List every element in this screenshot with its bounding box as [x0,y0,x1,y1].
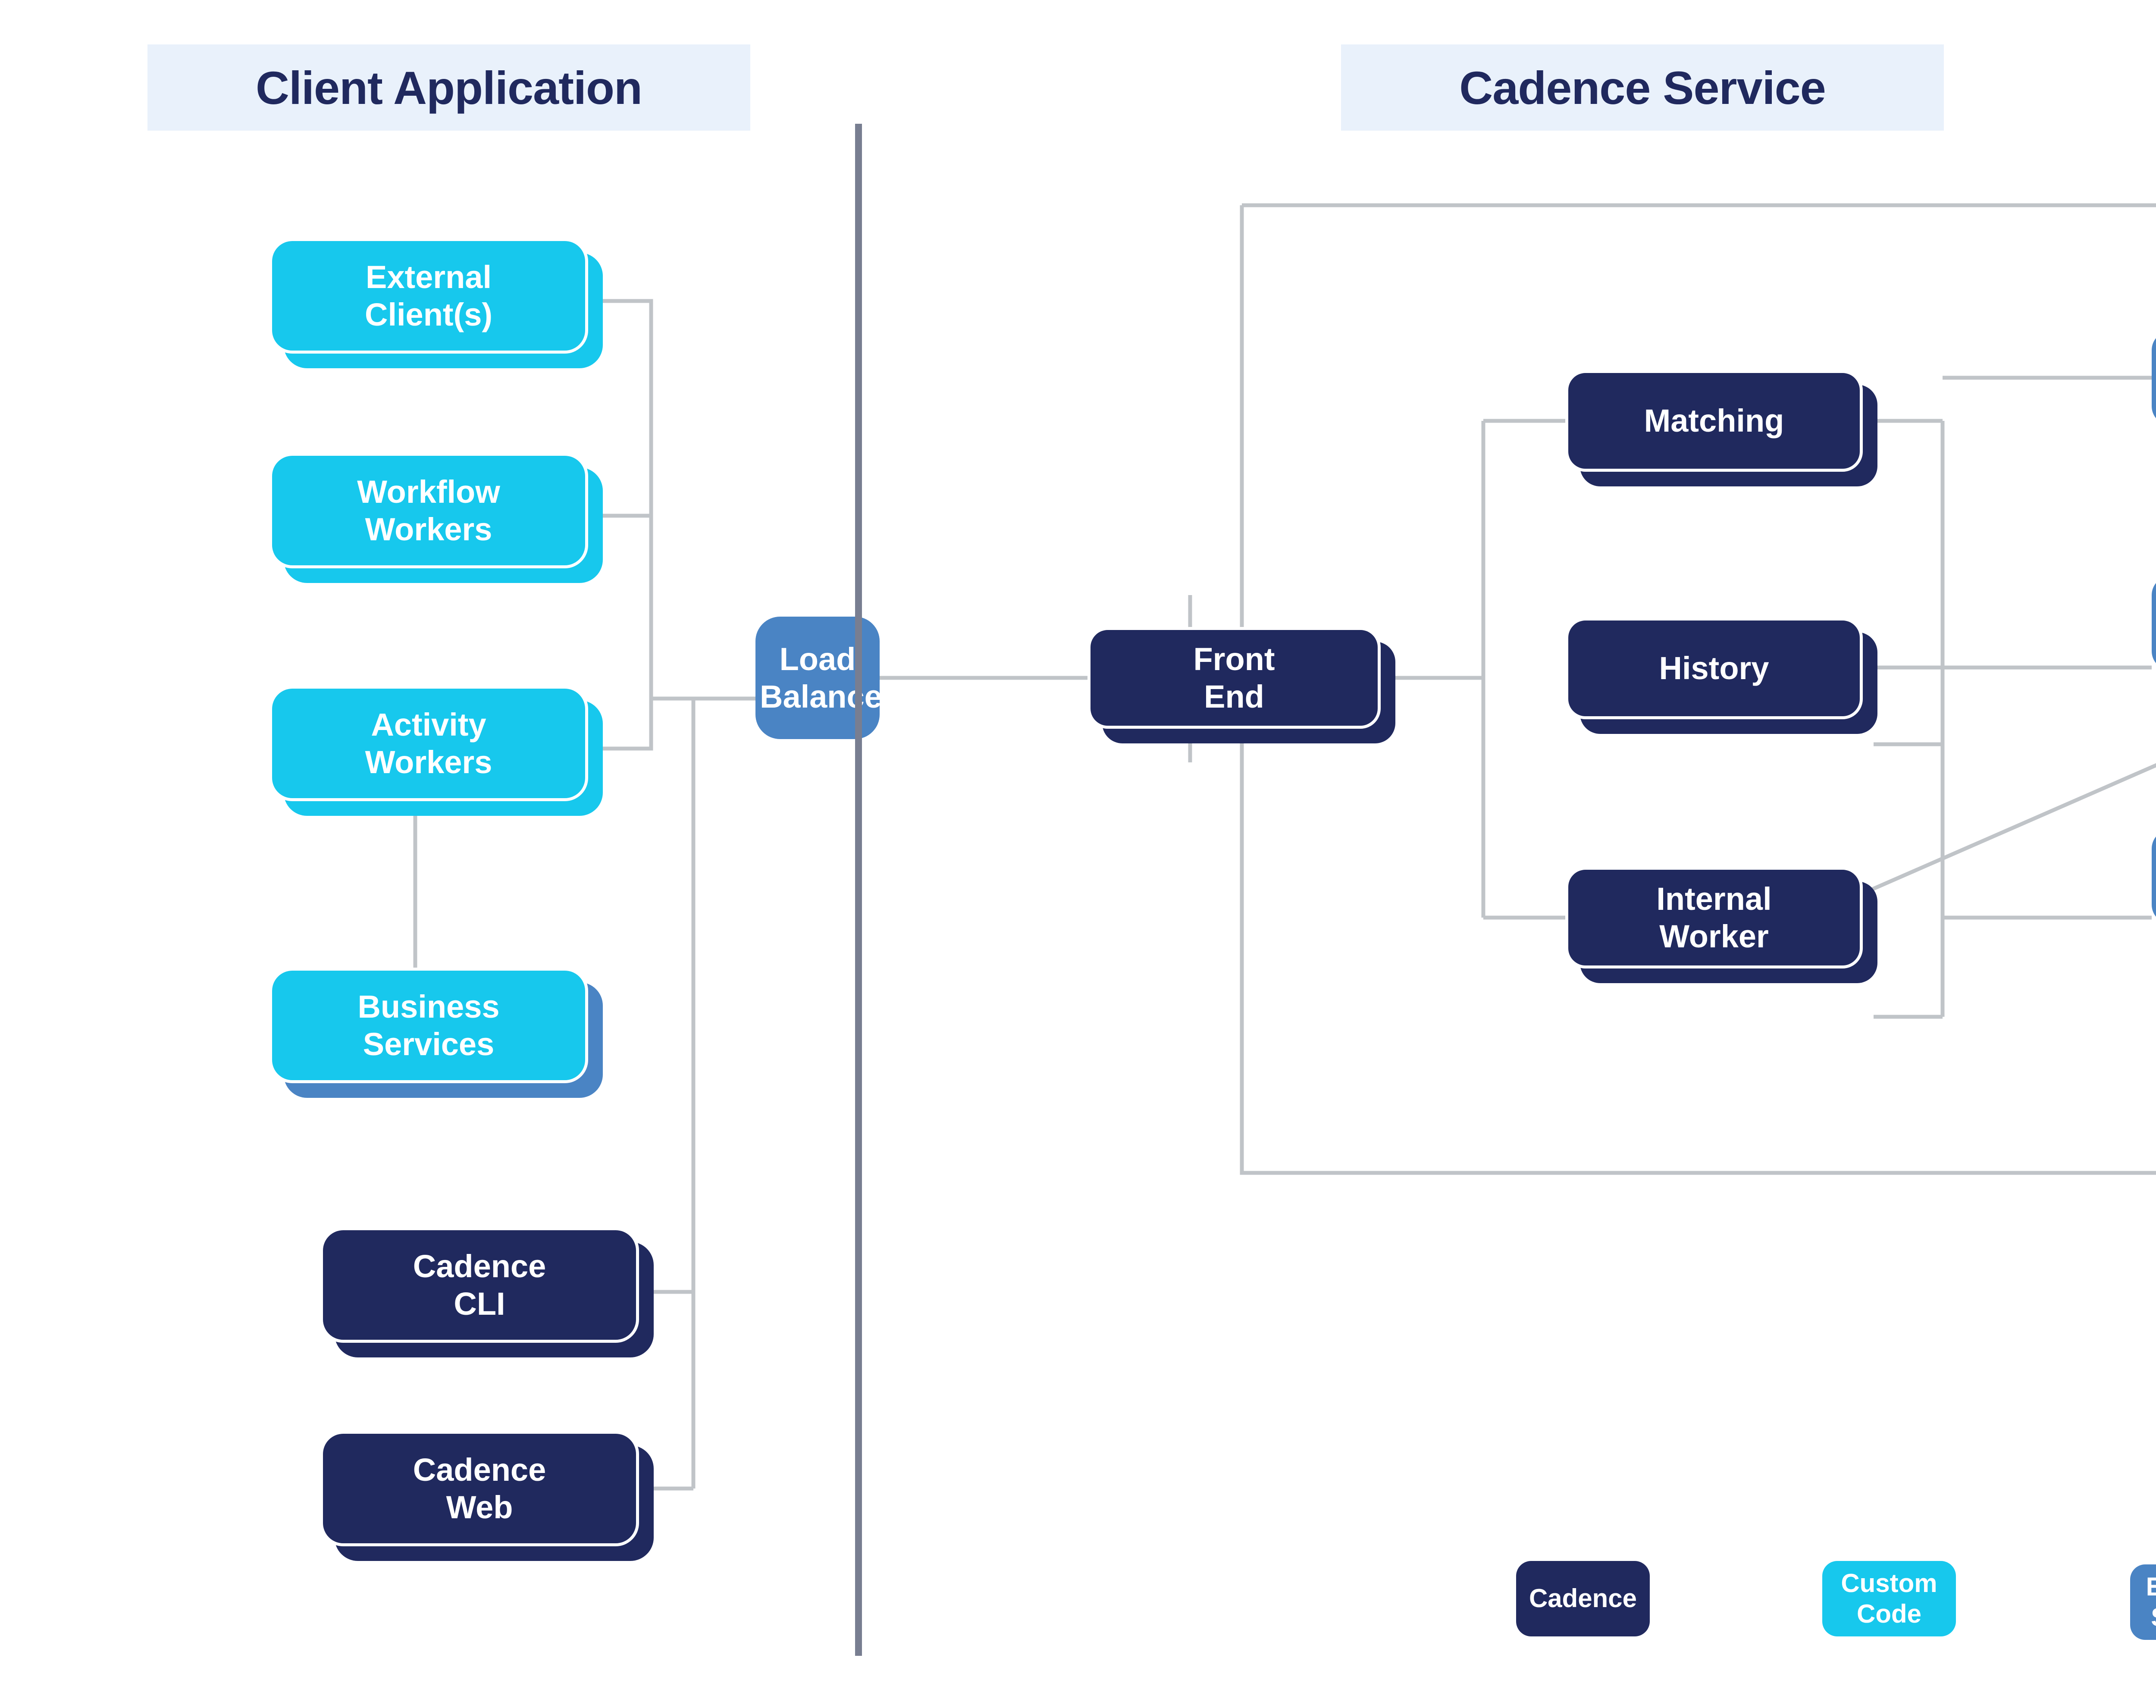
opensearch-label: OpenSearch®/Elasticsearch [2152,848,2156,905]
section-header-client-application: Client Application [147,44,750,131]
section-title-client-application: Client Application [256,61,642,114]
section-header-cadence-service: Cadence Service [1341,44,1944,131]
apache-kafka-label: ApacheKafka® [2152,586,2156,661]
node-legend-external-service[interactable]: ExternalService [2130,1564,2156,1640]
connector-bus-to-activity-workers [595,516,653,751]
database-label: Database [2152,359,2156,397]
connector-internal-to-kafka-diagonal [1870,763,2156,892]
node-legend-cadence[interactable]: Cadence [1516,1561,1650,1636]
connector-external-clients-to-bus [595,299,653,516]
node-opensearch[interactable]: OpenSearch®/Elasticsearch [2152,830,2156,924]
node-matching[interactable]: Matching [1565,370,1863,472]
node-history[interactable]: History [1565,617,1863,719]
connector-outer-boundary [1240,203,2156,1175]
node-database[interactable]: Database [2152,331,2156,425]
section-title-cadence-service: Cadence Service [1459,61,1826,114]
legend-external-service-label: ExternalService [2146,1572,2156,1632]
history-label: History [1659,650,1769,686]
node-apache-kafka[interactable]: ApacheKafka® [2152,576,2156,670]
legend-cadence-label: Cadence [1529,1584,1637,1613]
section-divider-bar [855,124,862,1656]
matching-label: Matching [1644,403,1784,439]
